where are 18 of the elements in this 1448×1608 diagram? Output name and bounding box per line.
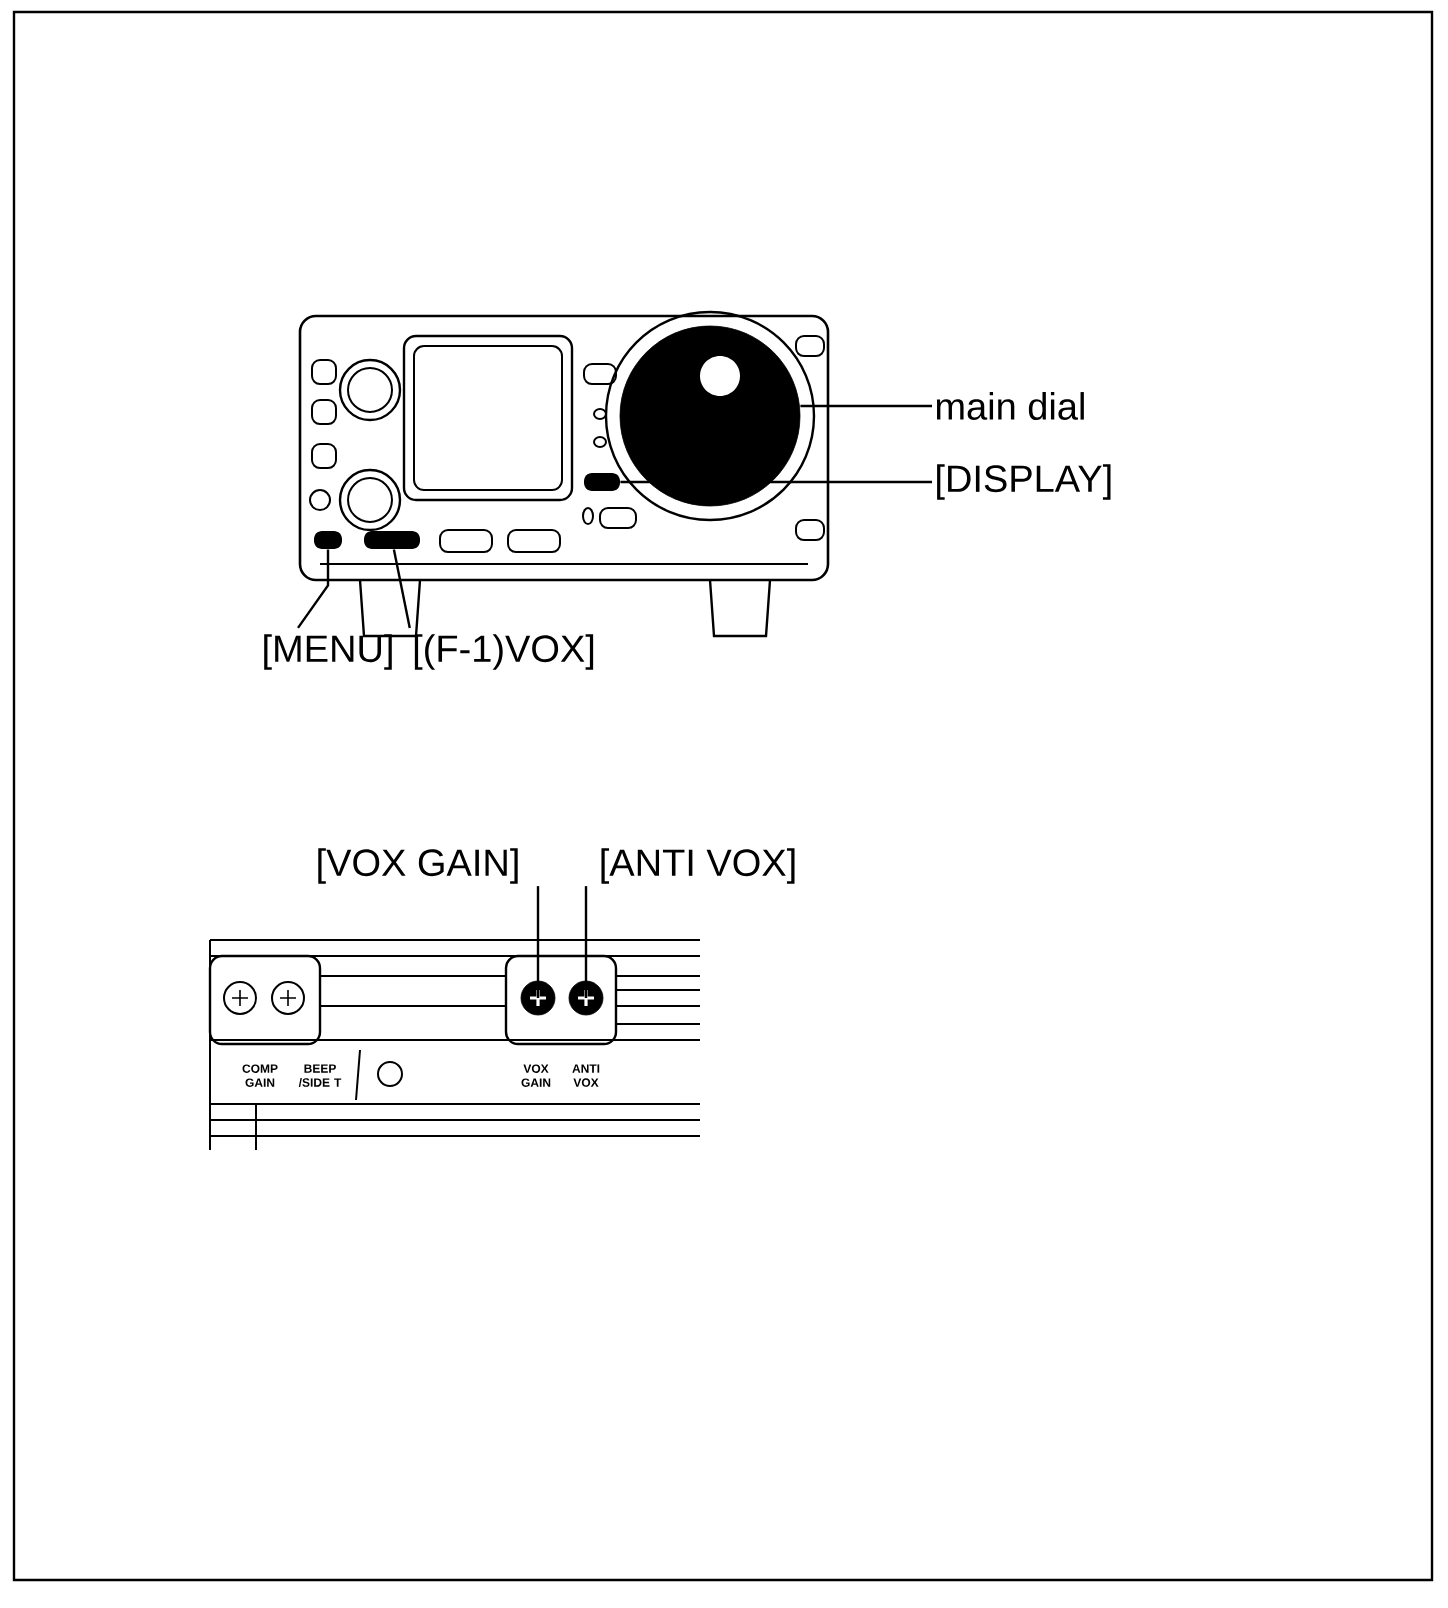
callout-label: main dial	[936, 392, 1084, 420]
callout-label: [VOX GAIN]	[318, 848, 518, 884]
leader-line	[800, 404, 932, 408]
knob	[520, 980, 556, 1016]
leader-line	[584, 886, 588, 998]
main-dial	[619, 325, 801, 507]
knob	[568, 980, 604, 1016]
callout-label: [MENU]	[264, 634, 392, 670]
leader-line	[620, 480, 932, 484]
callout-label: [DISPLAY]	[937, 464, 1111, 500]
callout-label: [ANTI VOX]	[601, 848, 795, 884]
button	[364, 531, 420, 549]
leader-line	[392, 549, 411, 629]
leader-line	[297, 549, 330, 629]
callout-label: [(F-1)VOX]	[414, 634, 594, 670]
button	[584, 473, 620, 491]
button	[314, 531, 342, 549]
leader-line	[536, 886, 540, 998]
